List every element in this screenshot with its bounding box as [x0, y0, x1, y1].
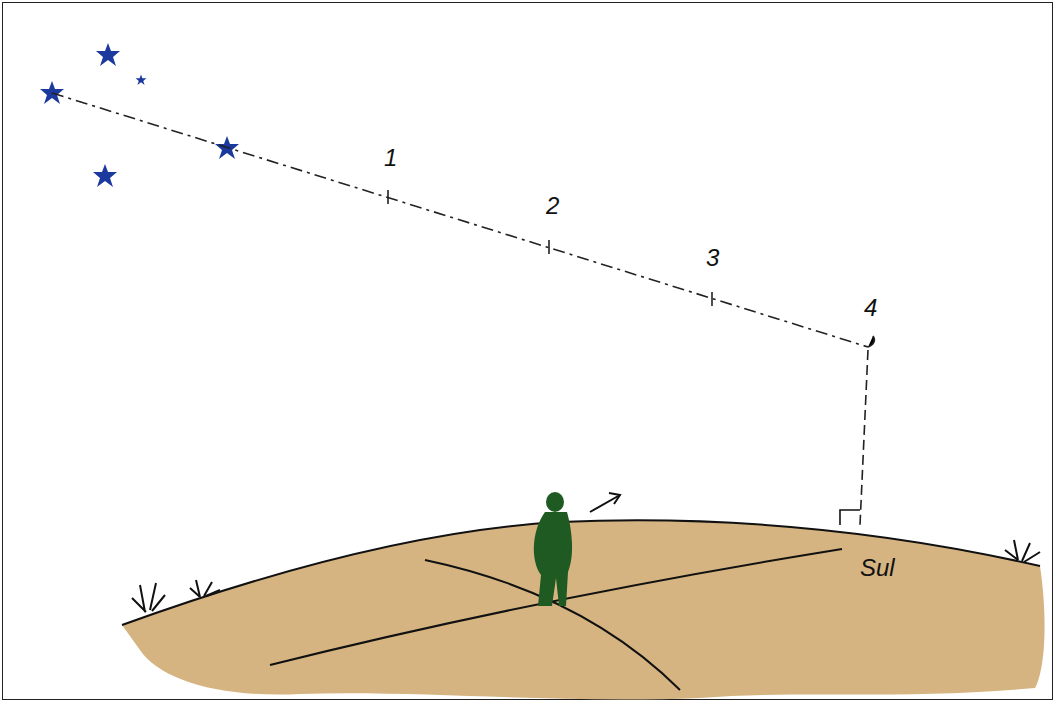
- southern-cross-stars: [40, 43, 239, 187]
- measure-ticks: [388, 190, 874, 347]
- horizon-line: [122, 520, 1040, 625]
- hill: [122, 520, 1045, 699]
- callout-number: 3: [706, 246, 719, 270]
- grass: [132, 540, 1040, 612]
- right-angle-mark: [840, 510, 860, 525]
- sight-arrow: [590, 493, 620, 512]
- observer-figure: [534, 492, 572, 606]
- direction-label: Sul: [860, 556, 895, 580]
- vertical-line: [860, 350, 868, 525]
- projection-line: [52, 93, 868, 347]
- callout-number: 1: [384, 146, 397, 170]
- callout-number: 4: [864, 296, 877, 320]
- callout-number: 2: [546, 194, 559, 218]
